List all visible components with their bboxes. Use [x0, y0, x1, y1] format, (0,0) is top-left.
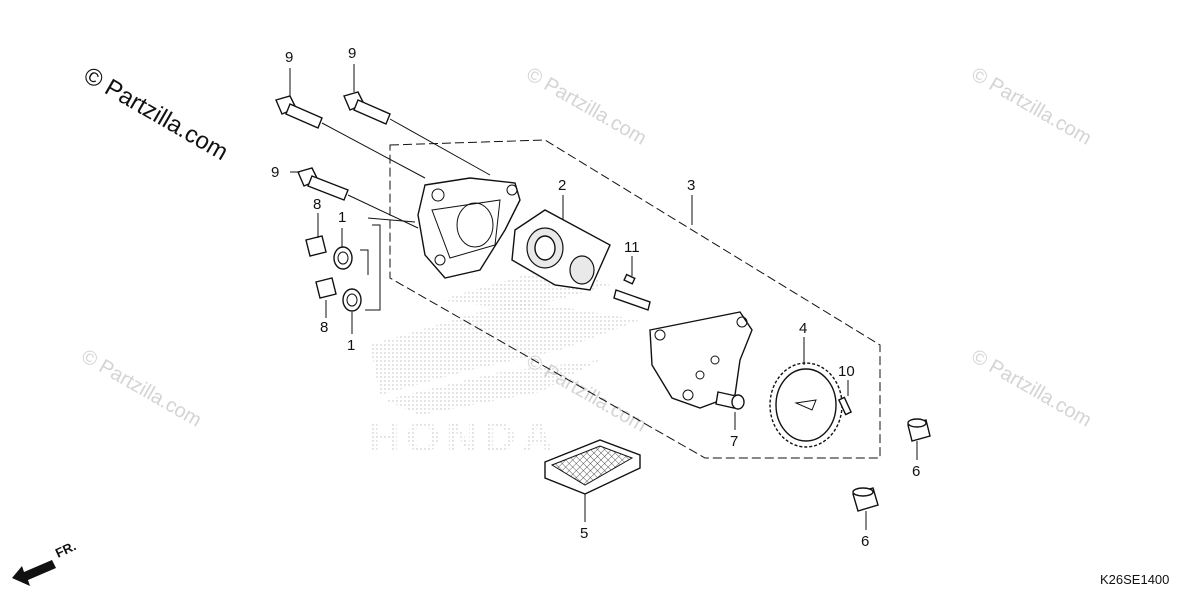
collar-6b: [852, 487, 879, 512]
callout-10: 10: [838, 363, 855, 380]
driven-gear: [769, 362, 843, 448]
pump-rotor: [511, 209, 611, 291]
callout-9b: 9: [348, 45, 356, 62]
watermark-main: © Partzilla.com: [79, 62, 233, 166]
dowel-8b: [315, 277, 337, 299]
pump-shaft: [613, 273, 651, 311]
callout-8b: 8: [320, 319, 328, 336]
callout-9a: 9: [285, 49, 293, 66]
honda-ghost-text: HONDA: [368, 413, 559, 462]
pin-10: [837, 396, 853, 416]
front-label: FR.: [53, 538, 78, 560]
callout-6b: 6: [861, 533, 869, 550]
screw-7: [715, 391, 745, 410]
dowel-8a: [305, 235, 327, 257]
diagram-code: K26SE1400: [1100, 572, 1169, 587]
front-arrow-icon: [12, 560, 56, 586]
bolt-9c: [297, 167, 419, 229]
callout-4: 4: [799, 320, 807, 337]
pump-cover: [649, 311, 753, 409]
assembly-outline: [389, 139, 881, 459]
oring-1b: [342, 288, 362, 312]
oil-pump-body: [417, 177, 521, 279]
bolt-9a: [275, 95, 426, 179]
oil-strainer: [544, 439, 641, 495]
oring-1a: [333, 246, 353, 270]
callout-5: 5: [580, 525, 588, 542]
callout-11: 11: [624, 239, 640, 256]
watermark-top-right: © Partzilla.com: [968, 63, 1096, 149]
leader-lines: [289, 64, 918, 530]
callout-1b: 1: [347, 337, 355, 354]
collar-6a: [907, 418, 931, 442]
watermark-mid-left: © Partzilla.com: [78, 345, 206, 431]
callout-3: 3: [687, 177, 695, 194]
callout-1a: 1: [338, 209, 346, 226]
callout-2: 2: [558, 177, 566, 194]
bracket-lines: [360, 217, 416, 311]
callout-8a: 8: [313, 196, 321, 213]
bolt-9b: [343, 91, 491, 176]
callout-7: 7: [730, 433, 738, 450]
callout-9c: 9: [271, 164, 279, 181]
callout-6a: 6: [912, 463, 920, 480]
watermark-top-center: © Partzilla.com: [523, 63, 651, 149]
watermark-mid-right: © Partzilla.com: [968, 345, 1096, 431]
